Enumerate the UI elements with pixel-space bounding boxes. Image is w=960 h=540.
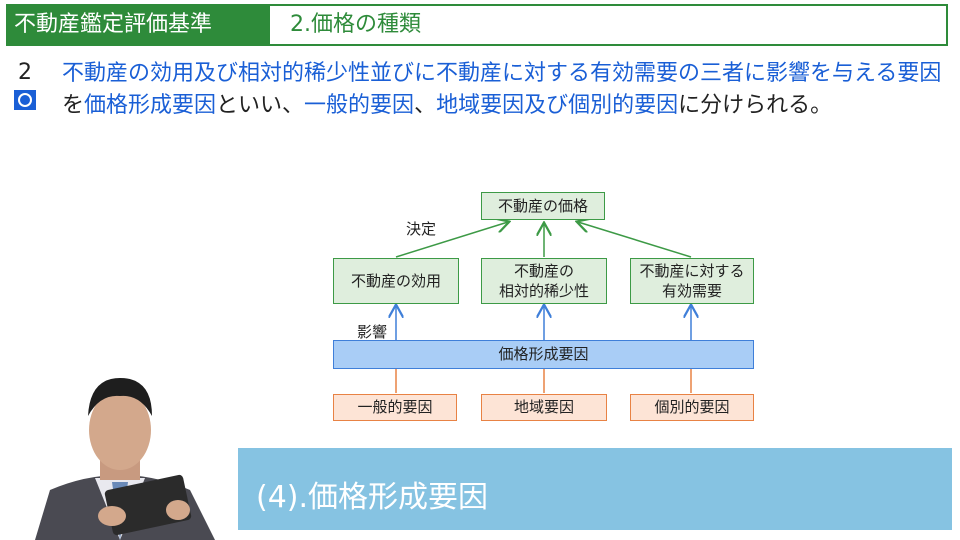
question-number: 2 (18, 60, 32, 85)
utility-node: 不動産の効用 (333, 258, 459, 304)
statement-part: 地域要因 (436, 93, 525, 118)
statement-part: 個別的要因 (568, 93, 679, 118)
price-node: 不動産の価格 (481, 192, 605, 220)
decision-label: 決定 (406, 220, 437, 238)
slide-header: 不動産鑑定評価基準 2.価格の種類 (6, 4, 948, 46)
decision-arrow (578, 222, 692, 258)
presenter-image (35, 378, 215, 540)
statement-part: を (62, 93, 85, 118)
statement-part: といい、 (216, 93, 305, 118)
scarcity-node: 不動産の 相対的稀少性 (481, 258, 607, 304)
statement-part: 価格形成要因 (84, 93, 217, 118)
general-factor-node: 一般的要因 (333, 394, 457, 421)
regional-factor-node: 地域要因 (481, 394, 607, 421)
topic-banner: (4).価格形成要因 (238, 448, 952, 530)
price-factors-bar: 価格形成要因 (333, 340, 754, 369)
influence-label: 影響 (357, 323, 388, 341)
statement-part: 一般的要因 (304, 93, 415, 118)
statement-part: に分けられる。 (678, 93, 833, 118)
statement-part: 、 (414, 93, 437, 118)
category-tag: 不動産鑑定評価基準 (8, 6, 270, 44)
individual-factor-node: 個別的要因 (630, 394, 754, 421)
statement-part: 及び (524, 93, 569, 118)
banner-text: (4).価格形成要因 (256, 480, 489, 515)
section-title: 2.価格の種類 (290, 12, 421, 37)
question-statement: 不動産の効用及び相対的稀少性並びに不動産に対する有効需要の三者に影響を与える要因… (62, 58, 952, 122)
demand-node: 不動産に対する 有効需要 (630, 258, 754, 304)
statement-part: 不動産の効用及び相対的稀少性並びに不動産に対する有効需要の三者に影響を与える要因 (62, 61, 942, 86)
correct-mark-icon (14, 90, 36, 110)
decision-arrow (395, 222, 508, 258)
